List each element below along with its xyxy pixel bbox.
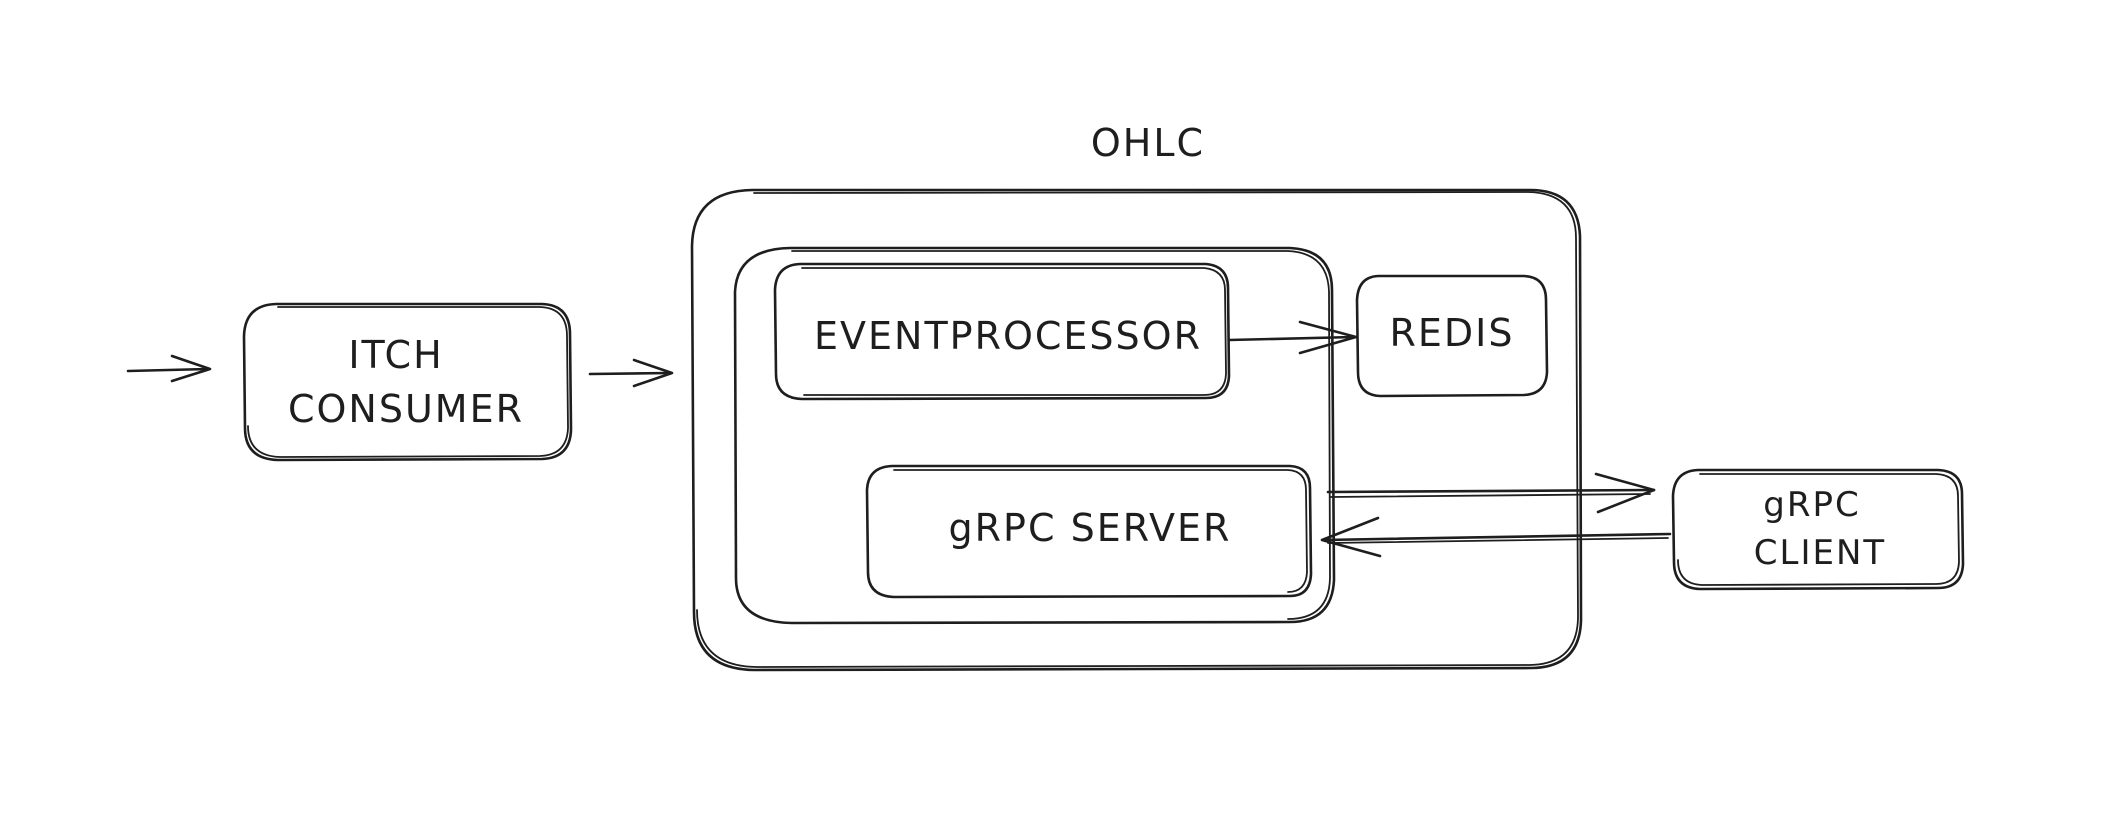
event-processor-node: EVENTPROCESSOR: [773, 262, 1231, 401]
grpc-server-label: gRPC SERVER: [949, 506, 1232, 550]
itch-consumer-label-line2: CONSUMER: [288, 387, 524, 431]
grpc-server-node: gRPC SERVER: [865, 464, 1313, 599]
arrow-grpc-server-to-client: [1326, 472, 1656, 514]
redis-node: REDIS: [1355, 274, 1549, 398]
arrow-itch-consumer-to-ohlc: [588, 358, 674, 388]
itch-consumer-node: ITCH CONSUMER: [242, 302, 573, 462]
ohlc-outer-container: [690, 188, 1583, 672]
ohlc-group-title: OHLC: [1091, 121, 1205, 165]
grpc-client-node: gRPC CLIENT: [1671, 468, 1965, 591]
itch-consumer-label-line1: ITCH: [348, 333, 443, 377]
ohlc-inner-container: [733, 246, 1336, 625]
arrow-event-processor-to-redis: [1227, 320, 1358, 355]
redis-label: REDIS: [1389, 311, 1514, 355]
arrow-input-to-itch-consumer: [126, 354, 212, 383]
arrow-grpc-client-to-server: [1320, 516, 1672, 558]
event-processor-label: EVENTPROCESSOR: [814, 314, 1202, 358]
grpc-client-label-line2: CLIENT: [1754, 533, 1886, 573]
grpc-client-label-line1: gRPC: [1763, 485, 1860, 525]
